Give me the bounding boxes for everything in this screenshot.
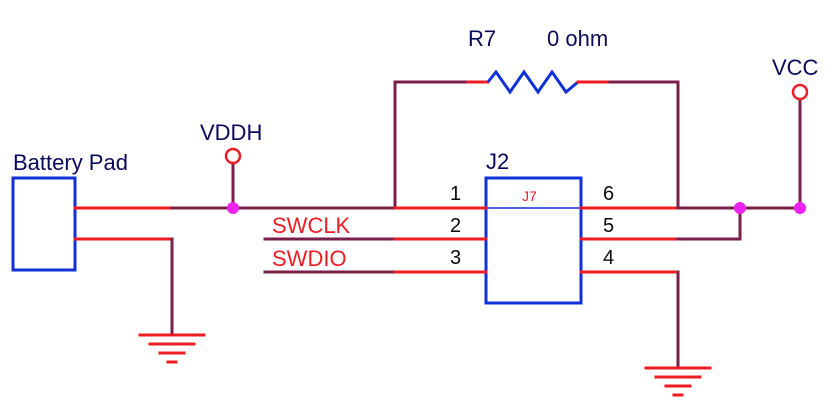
battery-pad xyxy=(11,176,174,272)
r7-value-label: 0 ohm xyxy=(547,26,608,51)
pin-4-number: 4 xyxy=(603,247,614,269)
vddh-power-port xyxy=(224,147,242,210)
battery-pad-label: Battery Pad xyxy=(13,150,128,175)
connector-ref-label: J2 xyxy=(486,149,509,174)
pin-3-number: 3 xyxy=(450,247,461,269)
ground-symbol-right xyxy=(644,270,712,397)
vddh-label: VDDH xyxy=(200,120,262,145)
resistor-zigzag-icon xyxy=(486,69,579,95)
pin-5-number: 5 xyxy=(603,215,614,237)
connector-j2 xyxy=(263,176,680,305)
pin-1-number: 1 xyxy=(450,183,461,205)
vcc-power-port xyxy=(791,83,809,210)
r7-wire-right xyxy=(608,80,680,210)
junction-pin5-vcc xyxy=(734,202,746,214)
swclk-label: SWCLK xyxy=(272,213,351,238)
r7-ref-label: R7 xyxy=(468,26,496,51)
ground-symbol-left xyxy=(138,237,206,364)
junction-vddh xyxy=(227,202,239,214)
vcc-port-icon xyxy=(791,83,809,101)
vcc-label: VCC xyxy=(772,55,819,80)
r7-wire-left xyxy=(393,80,470,210)
resistor-r7 xyxy=(393,69,680,210)
swdio-label: SWDIO xyxy=(272,246,347,271)
pin-6-number: 6 xyxy=(603,183,614,205)
vddh-port-icon xyxy=(224,147,242,165)
pin-2-number: 2 xyxy=(450,215,461,237)
junction-vcc xyxy=(794,202,806,214)
pin-5-to-vcc-wire xyxy=(676,206,742,241)
battery-pad-body xyxy=(11,176,77,272)
connector-inner-label: J7 xyxy=(522,188,537,204)
